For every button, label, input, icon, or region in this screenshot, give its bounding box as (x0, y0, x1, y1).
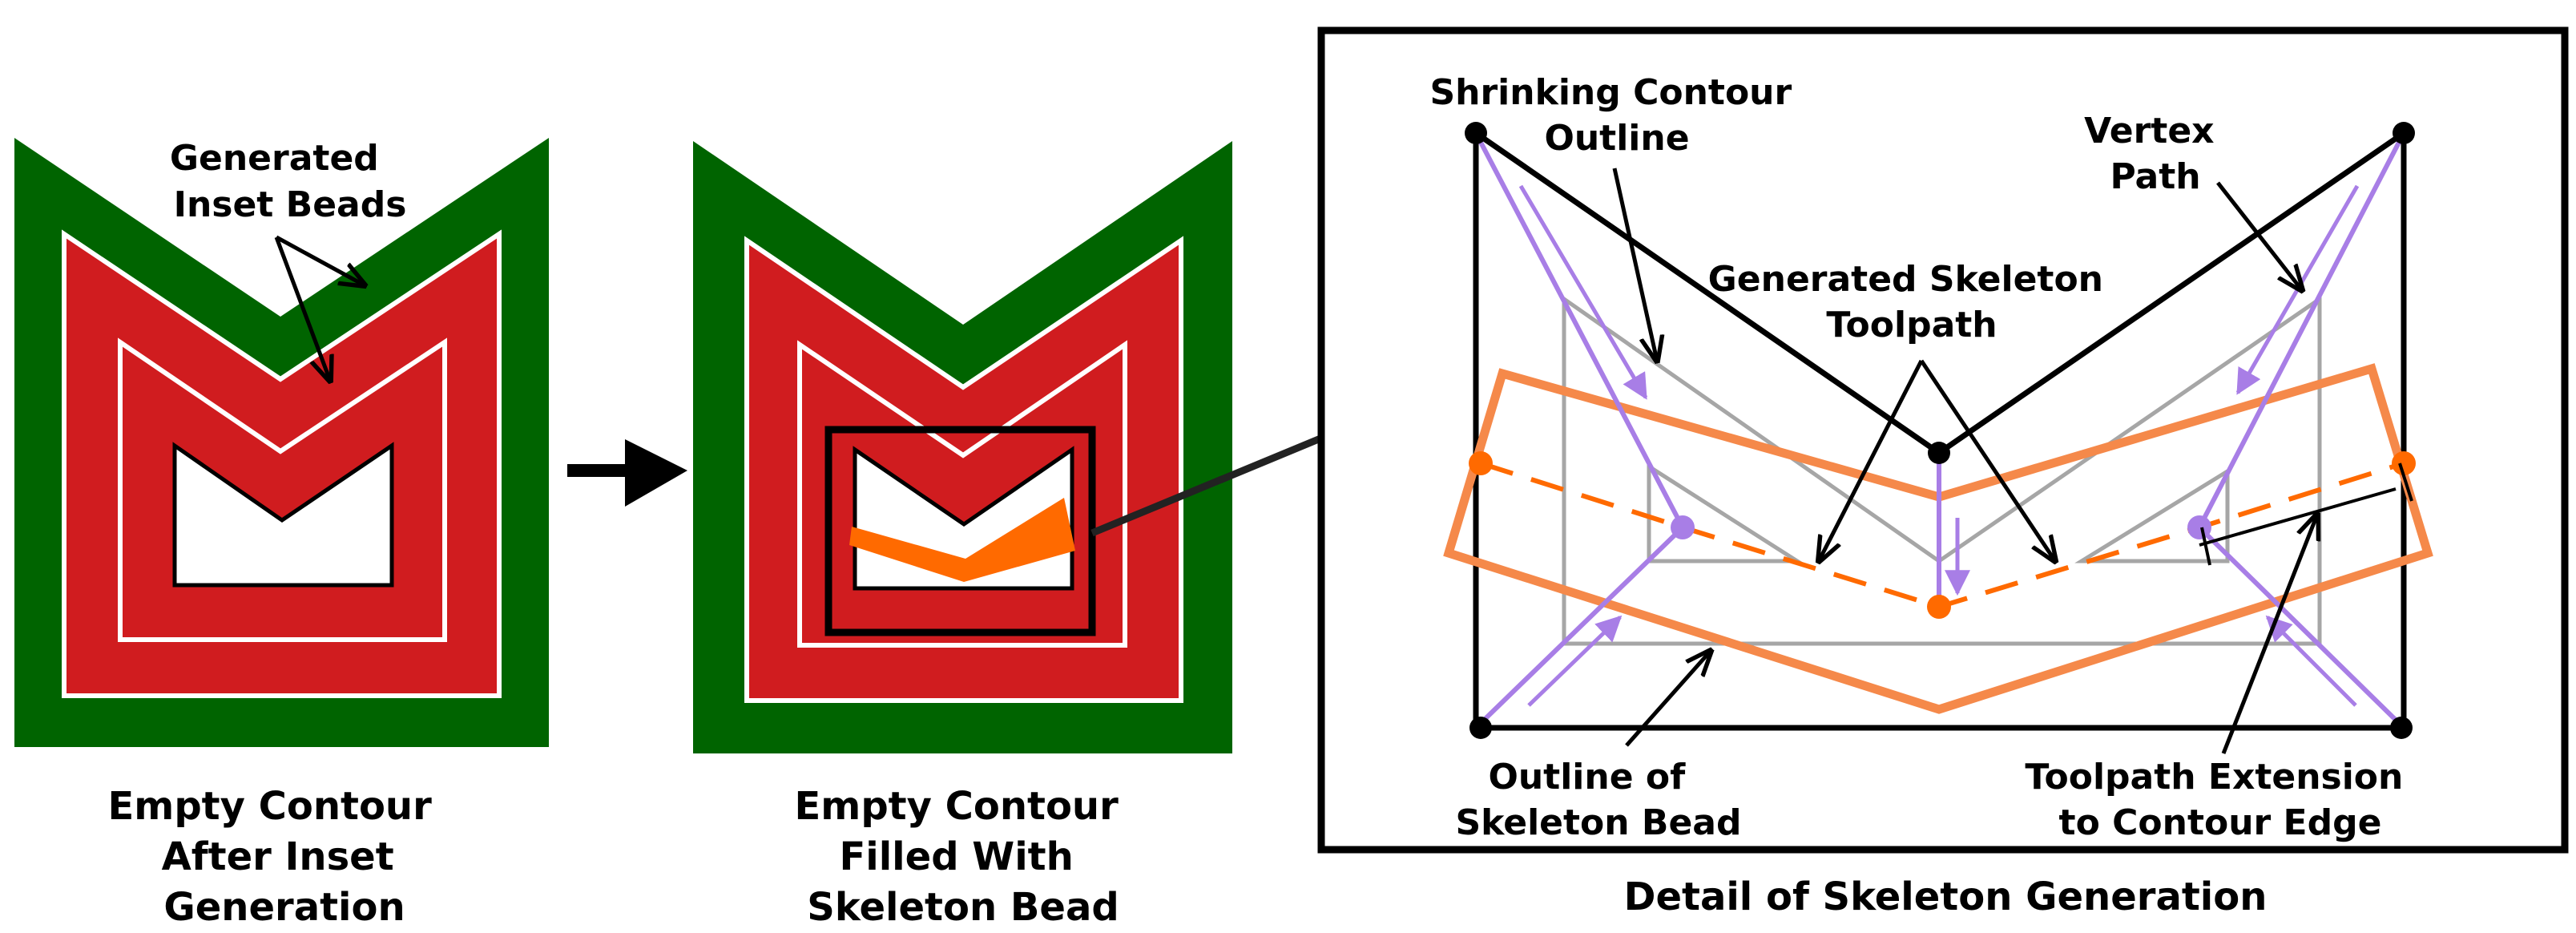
panel-middle: Empty Contour Filled With Skeleton Bead (693, 141, 1322, 930)
bead-outline-label: Outline of Skeleton Bead (1455, 757, 1741, 843)
transition-arrow (567, 439, 687, 507)
vertex-path-label: Vertex Path (2084, 111, 2227, 197)
toolpath-extension-marker (2199, 462, 2413, 566)
panel-middle-caption: Empty Contour Filled With Skeleton Bead (795, 784, 1132, 930)
annotation-pointers (1612, 168, 2317, 754)
contour-vertices (1465, 122, 2415, 739)
contour-outline (1473, 127, 2407, 731)
panel-left-caption: Empty Contour After Inset Generation (108, 784, 445, 930)
shrinking-contour-label: Shrinking Contour Outline (1429, 72, 1804, 159)
generated-inset-beads-label: Generated Inset Beads (170, 138, 407, 225)
skeleton-bead (849, 498, 1075, 582)
panel-detail: Shrinking Contour Outline Vertex Path Ge… (1317, 26, 2569, 854)
empty-contour-white (172, 442, 394, 588)
skeleton-nodes (1469, 451, 2416, 619)
detail-caption: Detail of Skeleton Generation (1624, 874, 2268, 919)
label-pointer (275, 235, 365, 285)
detail-connector-line (1090, 434, 1322, 537)
toolpath-extension-label: Toolpath Extension to Contour Edge (2025, 757, 2415, 843)
label-pointer (274, 236, 330, 381)
panel-left: Generated Inset Beads Empty Contour Afte… (14, 138, 549, 930)
skeleton-toolpath-label: Generated Skeleton Toolpath (1708, 259, 2116, 345)
